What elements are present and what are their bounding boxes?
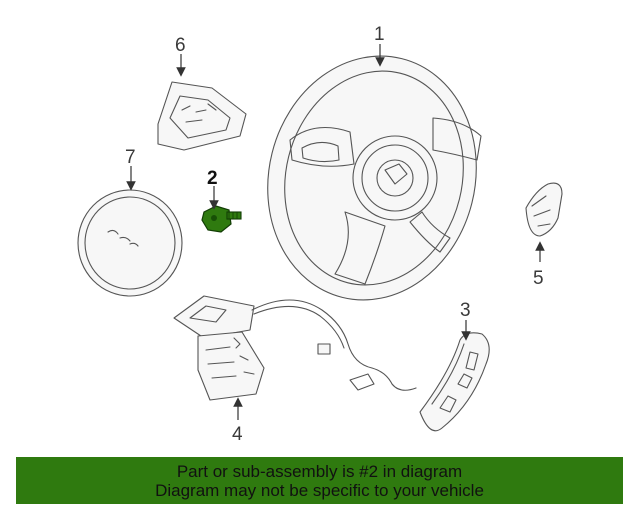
switch-cover-part-3[interactable] [419, 332, 490, 432]
info-banner: Part or sub-assembly is #2 in diagram Di… [16, 457, 623, 504]
trim-piece-part-5[interactable] [525, 182, 563, 237]
switch-assembly-part-4[interactable] [173, 295, 417, 401]
bolt-part-2[interactable] [201, 205, 242, 233]
bracket-part-6[interactable] [157, 81, 247, 151]
callout-3: 3 [460, 300, 471, 321]
callout-2: 2 [207, 168, 218, 189]
steering-wheel-part-1[interactable] [242, 34, 501, 323]
banner-line-2: Diagram may not be specific to your vehi… [155, 480, 484, 500]
callout-1: 1 [374, 24, 385, 45]
callout-5: 5 [533, 268, 544, 289]
callout-4: 4 [232, 424, 243, 445]
callout-7: 7 [125, 147, 136, 168]
airbag-cover-part-7[interactable] [77, 189, 183, 297]
parts-diagram: 1 2 3 4 5 6 7 [77, 24, 563, 445]
callout-6: 6 [175, 35, 186, 56]
banner-line-1: Part or sub-assembly is #2 in diagram [176, 461, 463, 481]
